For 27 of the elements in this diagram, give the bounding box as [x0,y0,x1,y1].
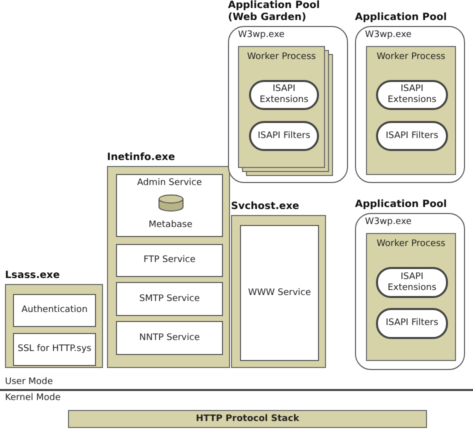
process-name: Application Pool [355,12,448,24]
process-panel [366,233,456,361]
mode-label: User Mode [5,377,53,387]
service-box: WWW Service [240,225,319,361]
process-name: W3wp.exe [365,30,412,40]
process-name: W3wp.exe [238,30,285,40]
process-title: Worker Process [376,52,446,62]
service-box [116,174,223,237]
stack-bar: HTTP Protocol Stack [68,410,427,428]
process-name: Svchost.exe [231,201,300,213]
database-label: Metabase [148,220,194,230]
service-box: NNTP Service [116,321,223,355]
process-panel [238,46,333,176]
process-title: Worker Process [376,239,446,249]
process-panel [366,46,456,175]
process-name: Application Pool [355,199,448,211]
process-name: Application Pool (Web Garden) [228,0,321,24]
process-name: W3wp.exe [365,217,412,227]
process-title: Worker Process [246,52,317,62]
process-name: Lsass.exe [5,270,61,282]
service-box: SMTP Service [116,282,223,316]
mode-label: Kernel Mode [5,393,61,403]
service-box: Authentication [13,294,96,327]
service-box: SSL for HTTP.sys [13,333,96,366]
service-box: FTP Service [116,244,223,277]
service-name: Admin Service [136,178,203,188]
process-name: Inetinfo.exe [107,152,176,164]
